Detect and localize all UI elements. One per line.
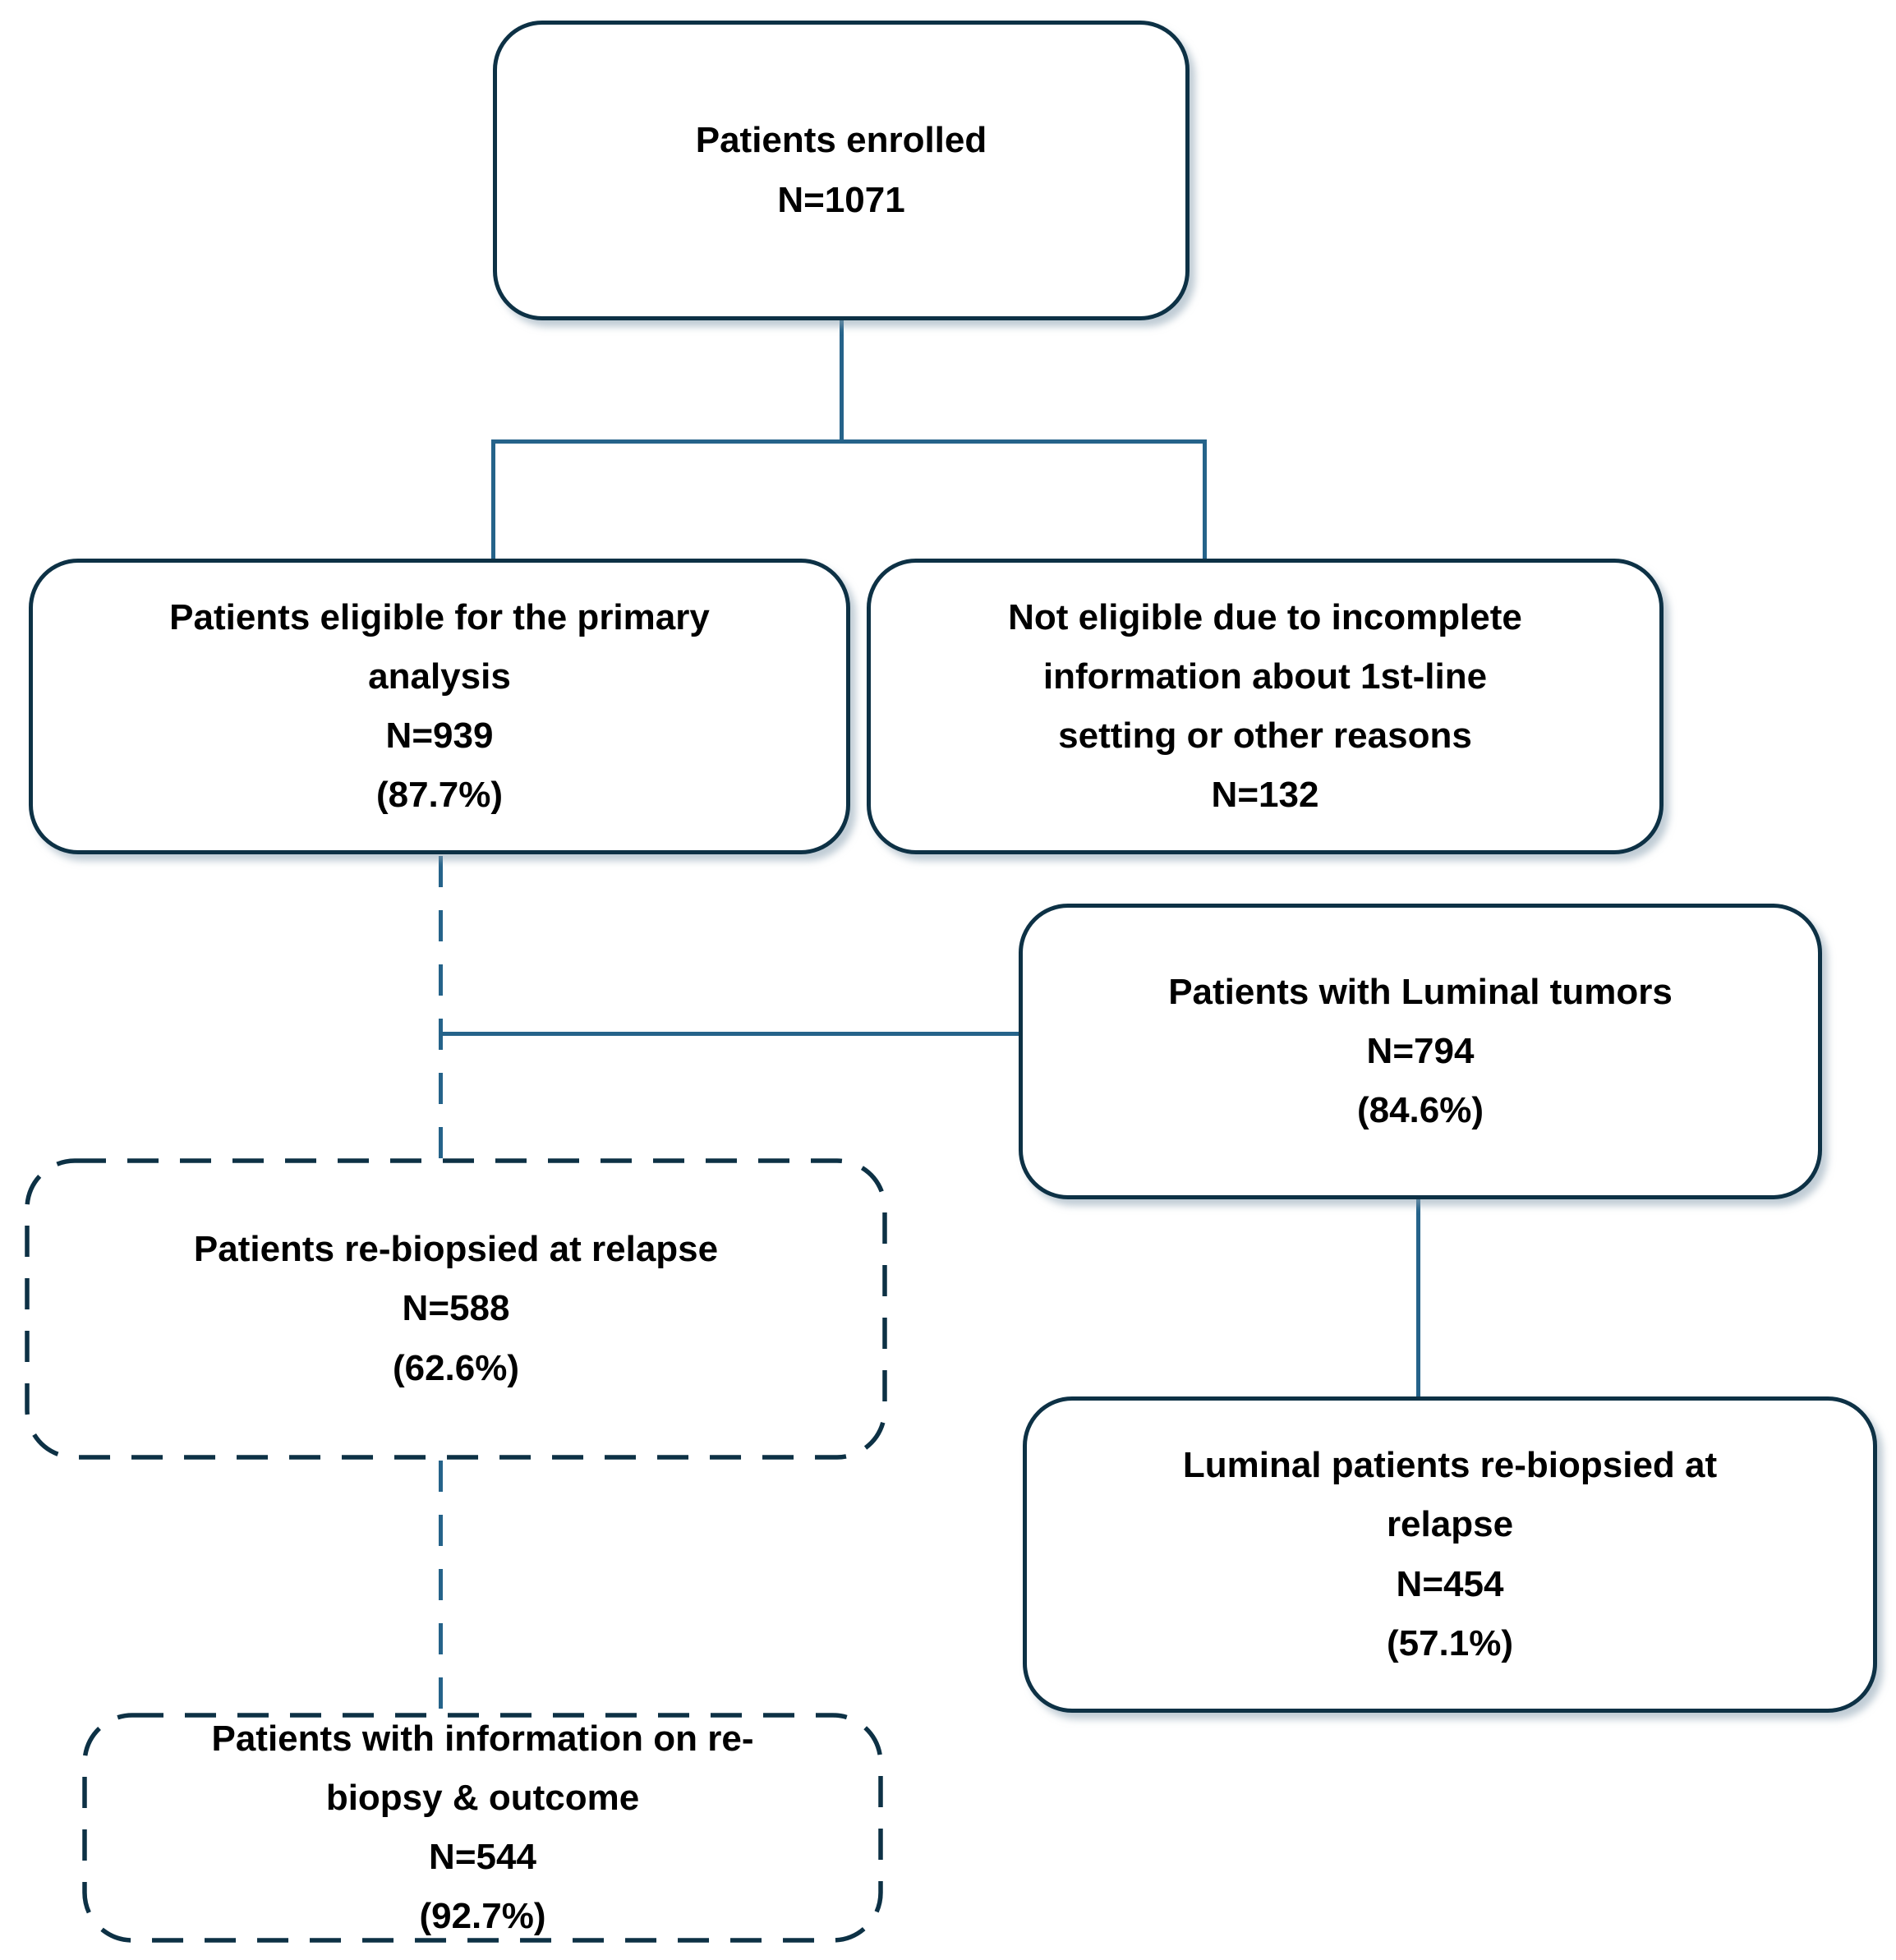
node-patients-enrolled: Patients enrolled N=1071 xyxy=(493,21,1190,320)
node-not-eligible: Not eligible due to incomplete informati… xyxy=(867,559,1664,854)
connector-split-horizontal xyxy=(491,439,1207,444)
connector-enrolled-stem xyxy=(840,319,844,442)
node-luminal-rebiopsied-at-relapse-label: Luminal patients re-biopsied at relapse … xyxy=(1182,1445,1718,1663)
connector-eligible-to-luminal xyxy=(441,1032,1021,1036)
node-luminal-rebiopsied-at-relapse: Luminal patients re-biopsied at relapse … xyxy=(1023,1396,1877,1713)
connector-drop-not-eligible xyxy=(1203,439,1207,561)
node-eligible-primary-analysis-label: Patients eligible for the primary analys… xyxy=(169,596,710,816)
connector-luminal-to-luminal-rebiopsied xyxy=(1416,1199,1420,1399)
connector-dashed-rebiopsied-to-outcome xyxy=(439,1461,443,1715)
connector-dashed-eligible-to-rebiopsied xyxy=(439,856,443,1160)
node-luminal-tumors: Patients with Luminal tumors N=794 (84.6… xyxy=(1019,904,1822,1199)
node-rebiopsied-at-relapse: Patients re-biopsied at relapse N=588 (6… xyxy=(25,1158,887,1460)
dashed-border xyxy=(82,1713,883,1943)
node-rebiopsy-outcome: Patients with information on re- biopsy … xyxy=(82,1713,883,1943)
node-patients-enrolled-label: Patients enrolled N=1071 xyxy=(695,120,987,220)
dashed-border xyxy=(25,1158,887,1460)
node-luminal-tumors-label: Patients with Luminal tumors N=794 (84.6… xyxy=(1168,971,1673,1131)
connector-drop-eligible xyxy=(491,439,495,561)
node-eligible-primary-analysis: Patients eligible for the primary analys… xyxy=(29,559,850,854)
node-rebiopsied-at-relapse-label: Patients re-biopsied at relapse N=588 (6… xyxy=(193,1229,719,1388)
node-not-eligible-label: Not eligible due to incomplete informati… xyxy=(1008,596,1522,816)
node-rebiopsy-outcome-label: Patients with information on re- biopsy … xyxy=(211,1718,754,1937)
